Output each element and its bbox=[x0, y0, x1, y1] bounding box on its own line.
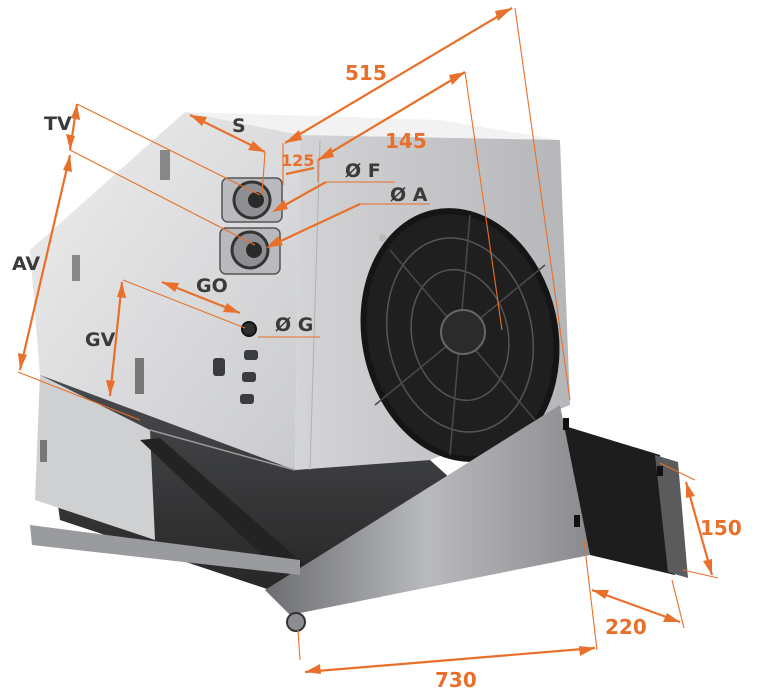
label-tv: TV bbox=[44, 113, 72, 135]
arrowhead bbox=[248, 141, 265, 152]
label-oa: Ø A bbox=[390, 184, 428, 206]
fan-guard-icon bbox=[360, 208, 560, 462]
panel-seam bbox=[149, 429, 296, 471]
arrowhead bbox=[285, 130, 302, 143]
hinge bbox=[72, 255, 80, 281]
bracket-slot bbox=[657, 466, 663, 476]
label-220: 220 bbox=[605, 615, 647, 639]
label-730: 730 bbox=[435, 668, 477, 691]
housing-lower-panel bbox=[35, 375, 155, 540]
dim-125-line bbox=[285, 166, 315, 176]
arrowhead bbox=[162, 282, 179, 292]
mounting-foot bbox=[286, 612, 306, 632]
bracket-arm bbox=[140, 438, 305, 572]
arrowhead bbox=[117, 282, 126, 298]
arrowhead bbox=[495, 8, 512, 21]
drain-pipe-icon bbox=[241, 321, 257, 337]
arrowhead bbox=[686, 482, 695, 498]
cable-gland bbox=[242, 372, 256, 382]
fan-grille bbox=[410, 268, 510, 402]
label-145: 145 bbox=[385, 129, 427, 153]
bracket-slot bbox=[563, 418, 569, 430]
housing-top-face bbox=[185, 112, 560, 140]
arrowhead bbox=[305, 664, 321, 674]
label-s: S bbox=[232, 115, 246, 137]
pipe-connections bbox=[219, 177, 283, 337]
fan-hub bbox=[440, 309, 486, 355]
label-av: AV bbox=[12, 253, 40, 275]
ext-line bbox=[17, 371, 141, 421]
bracket-rail bbox=[30, 525, 300, 575]
dim-gv-line bbox=[108, 281, 124, 397]
arrowhead bbox=[63, 155, 72, 172]
arrowhead bbox=[71, 104, 80, 120]
dim-220-line bbox=[591, 588, 681, 624]
hinge bbox=[160, 150, 170, 180]
bracket-tray bbox=[545, 420, 675, 575]
dim-145-line bbox=[317, 71, 466, 161]
label-515: 515 bbox=[345, 61, 387, 85]
label-og: Ø G bbox=[275, 314, 313, 336]
fan-grille bbox=[385, 237, 535, 433]
bracket-end-plate bbox=[655, 455, 688, 578]
ext-line bbox=[122, 279, 246, 329]
arrowhead bbox=[663, 613, 680, 622]
arrowhead bbox=[18, 353, 27, 370]
arrowhead bbox=[66, 134, 75, 150]
arrowhead bbox=[223, 303, 240, 313]
bracket-side-plate bbox=[265, 405, 590, 615]
dimension-labels: 515 145 125 TV S Ø F Ø A AV GO Ø G GV 15… bbox=[12, 61, 742, 691]
cable-gland bbox=[244, 350, 258, 360]
dim-av-line bbox=[18, 154, 72, 371]
dim-730-line bbox=[304, 646, 596, 674]
label-150: 150 bbox=[700, 516, 742, 540]
ext-line bbox=[659, 462, 696, 481]
ext-line bbox=[682, 569, 719, 579]
cable-gland bbox=[213, 358, 225, 376]
fan-clip bbox=[379, 234, 387, 242]
arrowhead bbox=[318, 147, 334, 160]
dim-515-line bbox=[284, 7, 513, 144]
label-go: GO bbox=[196, 275, 228, 297]
cable-gland bbox=[240, 394, 254, 404]
arrowhead bbox=[266, 236, 283, 248]
leader-oa bbox=[269, 203, 361, 247]
dim-150-line bbox=[684, 481, 714, 576]
arrowhead bbox=[579, 646, 595, 656]
arrowhead bbox=[106, 380, 115, 396]
bracket-slot bbox=[574, 515, 580, 527]
dimension-lines bbox=[17, 7, 719, 674]
ext-line bbox=[514, 7, 571, 401]
inlet-pipe-bore bbox=[246, 242, 262, 258]
ext-line bbox=[69, 149, 256, 246]
hinge bbox=[40, 440, 47, 462]
label-of: Ø F bbox=[345, 160, 381, 182]
ext-line bbox=[76, 103, 261, 196]
arrowhead bbox=[272, 200, 288, 212]
ext-line bbox=[583, 539, 598, 651]
arrowhead bbox=[190, 115, 207, 126]
arrowhead bbox=[592, 590, 609, 599]
ext-line bbox=[297, 629, 301, 661]
mounting-bracket bbox=[30, 405, 688, 632]
label-125: 125 bbox=[281, 151, 314, 170]
panel-seam bbox=[309, 139, 321, 471]
hinge bbox=[135, 358, 144, 394]
ext-line bbox=[464, 71, 503, 331]
arrowhead bbox=[703, 559, 712, 575]
label-gv: GV bbox=[85, 329, 116, 351]
ext-line bbox=[671, 579, 685, 629]
arrowhead bbox=[449, 72, 465, 85]
ext-line bbox=[261, 151, 266, 196]
outlet-pipe-bore bbox=[248, 192, 264, 208]
